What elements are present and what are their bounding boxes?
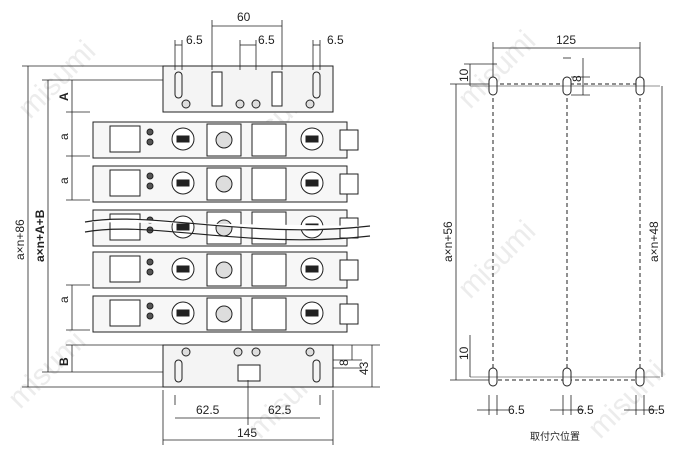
valve-display bbox=[109, 125, 141, 153]
indicator-led bbox=[146, 172, 154, 180]
valve-display bbox=[109, 213, 141, 241]
dim-bottom-pitch-left: 6.5 bbox=[508, 403, 525, 417]
knob-slot bbox=[305, 179, 319, 187]
port-fitting bbox=[215, 261, 233, 279]
dim-bottom-half-left: 62.5 bbox=[196, 403, 220, 417]
port-block bbox=[251, 167, 287, 201]
dim-bottom-height: 43 bbox=[357, 361, 371, 375]
dim-label-b: B bbox=[57, 357, 71, 366]
dim-bottom-hole: 10 bbox=[457, 346, 471, 360]
knob-slot bbox=[176, 309, 190, 317]
dim-top-slot: 8 bbox=[570, 75, 584, 82]
dim-height-total: a×n+86 bbox=[13, 219, 27, 260]
manifold-front-view bbox=[22, 20, 380, 445]
knob-slot bbox=[305, 309, 319, 317]
mounting-hole-view bbox=[450, 42, 663, 415]
knob-slot bbox=[176, 223, 190, 231]
dim-bottom-pitch-right: 6.5 bbox=[648, 403, 665, 417]
left-dimensions bbox=[22, 20, 380, 445]
dim-right-width: 125 bbox=[556, 33, 576, 47]
knob-slot bbox=[305, 135, 319, 143]
dim-bottom-width: 145 bbox=[237, 426, 257, 440]
connector bbox=[339, 259, 359, 281]
dim-pitch-a: a bbox=[57, 133, 71, 140]
break-line bbox=[84, 218, 371, 231]
indicator-led bbox=[146, 268, 154, 276]
indicator-led bbox=[146, 312, 154, 320]
dim-bottom-half-right: 62.5 bbox=[268, 403, 292, 417]
connector bbox=[339, 129, 359, 151]
connector bbox=[339, 173, 359, 195]
caption-mount-hole-position: 取付穴位置 bbox=[530, 430, 580, 443]
dim-label-a-upper: A bbox=[57, 92, 71, 101]
dim-top-width: 60 bbox=[237, 10, 251, 24]
watermark: misumi bbox=[582, 354, 673, 445]
valve-display bbox=[109, 169, 141, 197]
top-bracket bbox=[162, 65, 334, 113]
bottom-bracket bbox=[162, 344, 334, 388]
knob-slot bbox=[305, 265, 319, 273]
right-labels: 125 10 8 a×n+56 a×n+48 10 6.5 6.5 6.5 取付… bbox=[441, 33, 665, 443]
indicator-led bbox=[146, 258, 154, 266]
watermark: misumi bbox=[2, 324, 93, 415]
knob-slot bbox=[176, 179, 190, 187]
dim-bottom-pitch-mid: 6.5 bbox=[577, 403, 594, 417]
indicator-led bbox=[146, 182, 154, 190]
left-labels: 60 6.5 6.5 6.5 a×n+86 a×n+A+B A a a a B … bbox=[13, 10, 371, 440]
dim-pitch-mid: 6.5 bbox=[258, 33, 275, 47]
indicator-led bbox=[146, 128, 154, 136]
valve-display bbox=[109, 299, 141, 327]
port-block bbox=[251, 123, 287, 157]
knob-slot bbox=[176, 265, 190, 273]
dim-pitch-a: a bbox=[57, 296, 71, 303]
dim-pitch-a: a bbox=[57, 177, 71, 184]
port-block bbox=[251, 253, 287, 287]
knob-slot bbox=[176, 135, 190, 143]
dim-height-left: a×n+56 bbox=[441, 221, 455, 262]
indicator-led bbox=[146, 138, 154, 146]
port-fitting bbox=[215, 175, 233, 193]
dim-bottom-slot: 8 bbox=[337, 359, 351, 366]
port-fitting bbox=[215, 131, 233, 149]
dim-pitch-right: 6.5 bbox=[327, 33, 344, 47]
dim-pitch-left: 6.5 bbox=[186, 33, 203, 47]
watermark: misumi bbox=[452, 214, 543, 305]
dim-height-ab: a×n+A+B bbox=[33, 209, 47, 262]
connector bbox=[339, 303, 359, 325]
port-block bbox=[251, 297, 287, 331]
break-line bbox=[84, 228, 371, 241]
valve-display bbox=[109, 255, 141, 283]
port-fitting bbox=[215, 305, 233, 323]
indicator-led bbox=[146, 302, 154, 310]
port-fitting bbox=[215, 219, 233, 237]
dim-height-right: a×n+48 bbox=[647, 221, 661, 262]
dim-top-hole: 10 bbox=[457, 68, 471, 82]
